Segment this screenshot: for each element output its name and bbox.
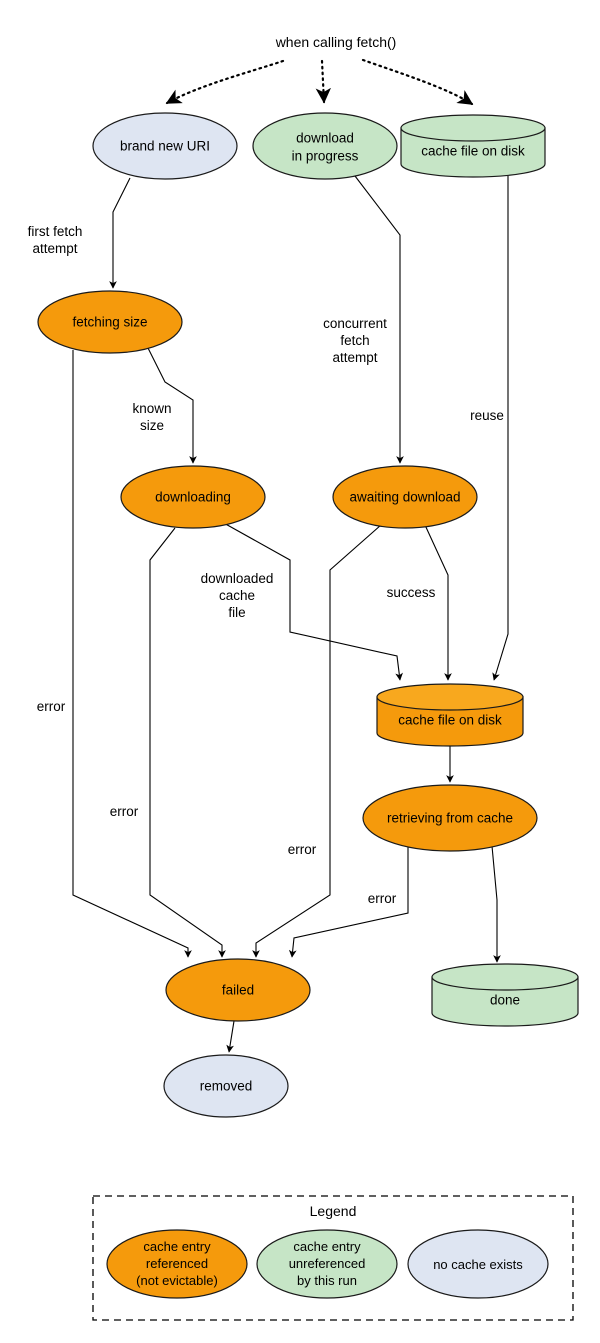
- edge-start-to-download-in-progress: [315, 59, 332, 104]
- edge-label-line: error: [110, 804, 139, 819]
- node-downloading[interactable]: downloading: [120, 465, 266, 529]
- node-fetching-size[interactable]: fetching size: [37, 290, 183, 354]
- node-label: retrieving from cache: [387, 811, 513, 826]
- node-failed[interactable]: failed: [165, 958, 311, 1022]
- edge-label-line: attempt: [32, 241, 77, 256]
- node-label: cache file on disk: [421, 144, 525, 159]
- node-label: cache file on disk: [398, 713, 502, 728]
- edge-label-concurrent-fetch-attempt: concurrent fetch attempt: [323, 316, 387, 365]
- legend-item-cache-entry-referenced: cache entry referenced (not evictable): [106, 1229, 248, 1299]
- edge-label-error-downloading: error: [110, 804, 139, 819]
- edge-label-error-retrieving: error: [368, 891, 397, 906]
- edge-label-reuse: reuse: [470, 408, 504, 423]
- edge-downloading-to-failed: [149, 527, 226, 958]
- legend: Legend cache entry referenced (not evict…: [92, 1195, 574, 1321]
- legend-border: [92, 1195, 574, 1321]
- edge-awaiting-download-to-failed: [252, 524, 382, 958]
- edge-downloading-to-cache-file-mid: [221, 521, 403, 681]
- node-done[interactable]: done: [431, 963, 579, 1027]
- edge-label-line: first fetch: [28, 224, 83, 239]
- page-title: when calling fetch(): [275, 34, 397, 50]
- edge-label-line: attempt: [332, 350, 377, 365]
- edge-label-error-fetching-size: error: [37, 699, 66, 714]
- edge-cache-file-top-to-cache-file-mid: [492, 176, 509, 681]
- node-label: awaiting download: [349, 490, 460, 505]
- node-label: fetching size: [72, 315, 147, 330]
- edge-download-in-progress-to-awaiting-download: [354, 175, 404, 464]
- edge-label-success: success: [387, 585, 436, 600]
- edge-label-line: error: [37, 699, 66, 714]
- node-label: removed: [200, 1079, 253, 1094]
- legend-item-label-line: cache entry: [293, 1239, 361, 1254]
- edge-retrieving-to-done: [491, 845, 501, 963]
- legend-item-no-cache-exists: no cache exists: [407, 1229, 549, 1299]
- edge-label-line: success: [387, 585, 436, 600]
- node-download-in-progress[interactable]: download in progress: [252, 112, 398, 180]
- node-awaiting-download[interactable]: awaiting download: [332, 465, 478, 529]
- legend-item-label-line: by this run: [297, 1273, 357, 1288]
- node-brand-new-uri[interactable]: brand new URI: [92, 112, 238, 180]
- node-label: brand new URI: [120, 139, 210, 154]
- edge-label-downloaded-cache-file: downloaded cache file: [201, 571, 274, 620]
- legend-item-cache-entry-unreferenced: cache entry unreferenced by this run: [256, 1229, 398, 1299]
- edge-label-first-fetch-attempt: first fetch attempt: [28, 224, 83, 256]
- edge-label-line: size: [140, 418, 164, 433]
- edge-label-known-size: known size: [132, 401, 171, 433]
- node-removed[interactable]: removed: [163, 1054, 289, 1118]
- edge-start-to-cache-file-on-disk: [361, 58, 474, 106]
- edge-label-line: concurrent: [323, 316, 387, 331]
- edge-fetching-size-to-failed: [72, 350, 192, 958]
- edge-start-to-brand-new-uri: [165, 59, 285, 105]
- edge-brand-new-uri-to-fetching-size: [109, 177, 131, 289]
- legend-item-label-line: referenced: [146, 1256, 208, 1271]
- legend-item-label-line: cache entry: [143, 1239, 211, 1254]
- node-retrieving-from-cache[interactable]: retrieving from cache: [362, 784, 538, 852]
- legend-title: Legend: [310, 1203, 357, 1219]
- edge-label-line: cache: [219, 588, 255, 603]
- edge-failed-to-removed: [226, 1020, 235, 1053]
- edge-label-line: error: [368, 891, 397, 906]
- node-label: failed: [222, 983, 254, 998]
- edge-retrieving-to-failed: [288, 846, 409, 958]
- legend-item-label-line: unreferenced: [289, 1256, 366, 1271]
- node-label: in progress: [292, 149, 359, 164]
- node-label: download: [296, 131, 354, 146]
- legend-item-label-line: (not evictable): [136, 1273, 218, 1288]
- node-label: downloading: [155, 490, 231, 505]
- edge-label-line: fetch: [340, 333, 369, 348]
- edge-fetching-size-to-downloading: [147, 347, 197, 464]
- node-cache-file-on-disk-top[interactable]: cache file on disk: [400, 114, 546, 178]
- legend-item-label-line: no cache exists: [433, 1257, 523, 1272]
- edge-label-line: reuse: [470, 408, 504, 423]
- node-cache-file-on-disk-mid[interactable]: cache file on disk: [376, 683, 524, 747]
- edge-label-error-awaiting-download: error: [288, 842, 317, 857]
- edge-label-line: downloaded: [201, 571, 274, 586]
- edge-label-line: error: [288, 842, 317, 857]
- edge-awaiting-download-to-cache-file-mid: [424, 524, 452, 681]
- node-label: done: [490, 993, 520, 1008]
- edge-label-line: known: [132, 401, 171, 416]
- edge-label-line: file: [228, 605, 245, 620]
